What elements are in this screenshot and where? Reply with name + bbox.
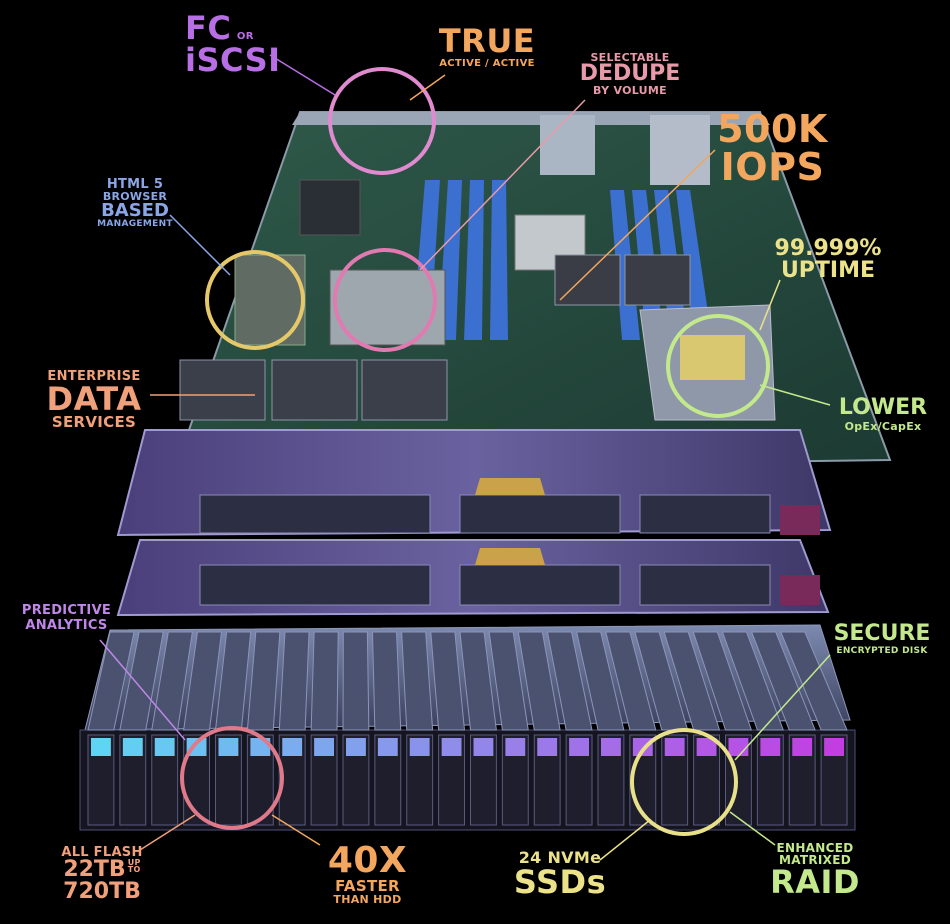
ssd-tray	[151, 631, 193, 731]
ssd-bays	[87, 631, 848, 826]
ssd-bay-light	[218, 738, 239, 756]
html5-label: HTML 5 BROWSER BASED MANAGEMENT	[97, 177, 173, 229]
ssd-tray	[183, 631, 223, 731]
ssd-tray	[576, 631, 625, 731]
ssd-tray	[119, 631, 164, 731]
ssd-bay-light	[728, 738, 749, 756]
ssd-bay-light	[537, 738, 558, 756]
leader-lines	[99, 54, 831, 861]
ssd-bay-light	[760, 738, 781, 756]
ssd-bay-light	[792, 738, 813, 756]
ssd-bay-light	[377, 738, 398, 756]
ssd-tray	[517, 631, 561, 731]
ssd-bay-light	[696, 738, 717, 756]
ssd-bay-light	[505, 738, 526, 756]
ssd-tray	[401, 631, 434, 731]
ssd-bay-light	[473, 738, 494, 756]
lower-opex-label: LOWER OpEx/CapEx	[838, 395, 928, 433]
ssd-tray	[342, 631, 370, 731]
ssd-tray	[750, 631, 816, 731]
ssd-tray	[246, 631, 281, 731]
ssd-bay-light	[664, 738, 685, 756]
ssd-bay-light	[314, 738, 334, 756]
ssd-bay-light	[409, 738, 430, 756]
ssd-bay-light	[569, 738, 589, 756]
predictive-analytics-label: PREDICTIVE ANALYTICS	[21, 603, 112, 633]
highlight-circles	[180, 67, 770, 836]
ssd-tray	[278, 631, 310, 731]
ssd-tray	[488, 631, 529, 731]
ssd-tray	[721, 631, 784, 731]
ssd-bay-light	[122, 738, 143, 756]
ssd-bay-light	[154, 738, 175, 756]
ssd-tray	[605, 631, 657, 731]
ssd-bay-light	[824, 738, 844, 756]
ssd-bay-light	[346, 738, 366, 756]
data-services-label: ENTERPRISE DATA SERVICES	[46, 369, 142, 431]
uptime-label: 99.999% UPTIME	[774, 236, 882, 283]
ssd-tray	[310, 631, 339, 731]
true-active-label: TRUE ACTIVE / ACTIVE	[438, 22, 536, 69]
ssd-tray	[780, 631, 848, 731]
ssd-tray	[430, 631, 466, 731]
ssd-tray	[663, 631, 721, 731]
fc-iscsi-label: FC OR iSCSI	[185, 9, 281, 79]
ssd-bay-light	[91, 738, 111, 756]
ssd-bay-light	[441, 738, 462, 756]
dedupe-label: SELECTABLE DEDUPE BY VOLUME	[579, 51, 681, 97]
faster-label: 40X FASTER THAN HDD	[327, 840, 408, 906]
raid-label: ENHANCED MATRIXED RAID	[770, 841, 860, 901]
ssd-bay-light	[282, 738, 303, 756]
secure-label: SECURE ENCRYPTED DISK	[833, 621, 931, 656]
ssd-bay-light	[601, 738, 621, 756]
ssd-tray	[692, 631, 753, 731]
nvme-label: 24 NVMe SSDs	[513, 848, 607, 901]
ssd-tray	[459, 631, 497, 731]
ssd-tray	[546, 631, 593, 731]
iops-label: 500K IOPS	[717, 107, 828, 189]
ssd-tray	[87, 631, 135, 731]
ssd-tray	[371, 631, 402, 731]
